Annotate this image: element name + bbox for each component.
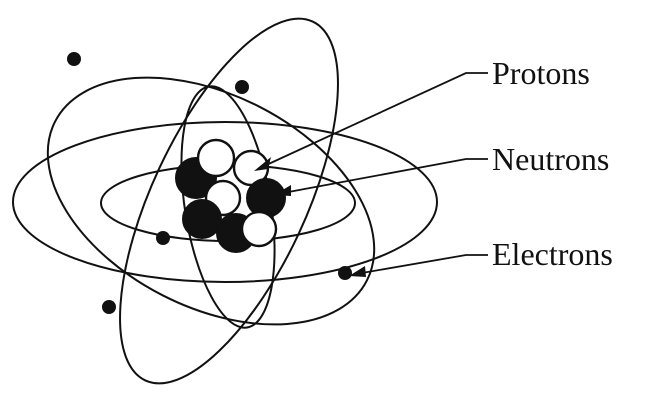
electron bbox=[338, 266, 352, 280]
electron bbox=[102, 300, 116, 314]
electron bbox=[67, 52, 81, 66]
proton bbox=[242, 212, 276, 246]
labels: Protons Neutrons Electrons bbox=[492, 55, 613, 272]
nucleus bbox=[176, 140, 285, 252]
neutron bbox=[247, 179, 285, 217]
protons-pointer bbox=[262, 73, 488, 167]
neutrons-label: Neutrons bbox=[492, 141, 609, 177]
protons-label: Protons bbox=[492, 55, 590, 91]
electron bbox=[156, 231, 170, 245]
electron bbox=[235, 80, 249, 94]
pointer-lines bbox=[254, 73, 488, 277]
proton bbox=[198, 140, 234, 176]
electrons-label: Electrons bbox=[492, 236, 613, 272]
neutron bbox=[183, 200, 221, 238]
